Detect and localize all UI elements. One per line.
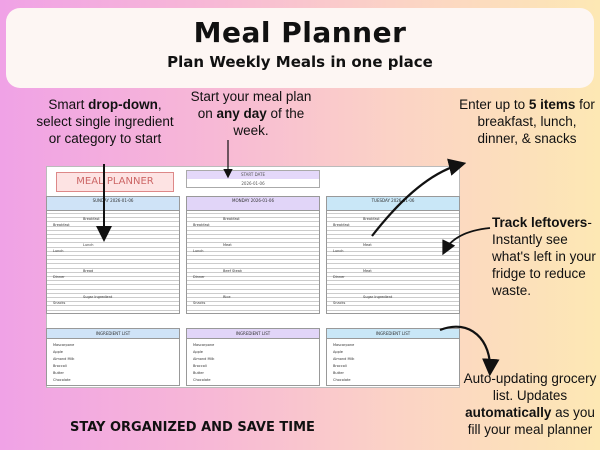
arrow-leftovers bbox=[442, 227, 491, 256]
ingredient-row: Mascarpone bbox=[193, 343, 215, 347]
meal-item[interactable]: Sugar Ingredient bbox=[363, 295, 393, 299]
start-date-label: START DATE bbox=[187, 171, 319, 179]
ingredient-row: Broccoli bbox=[333, 364, 347, 368]
meal-item[interactable]: Meat bbox=[363, 269, 372, 273]
meal-item[interactable]: Breakfast bbox=[363, 217, 380, 221]
header: Meal Planner Plan Weekly Meals in one pl… bbox=[6, 8, 594, 88]
meal-row-label: Dinner bbox=[333, 275, 345, 279]
footer-tagline: STAY ORGANIZED AND SAVE TIME bbox=[70, 420, 315, 435]
ingredient-row: Chocolate bbox=[193, 378, 211, 382]
callout-start-day: Start your meal plan on any day of the w… bbox=[190, 89, 312, 138]
meal-item[interactable]: Beef Steak bbox=[223, 269, 242, 273]
start-date-box[interactable]: START DATE 2026-01-06 bbox=[186, 170, 320, 188]
ingredient-row: Apple bbox=[193, 350, 203, 354]
meal-row-label: Lunch bbox=[193, 249, 204, 253]
meal-row-label: Lunch bbox=[333, 249, 344, 253]
ingredient-list-title: INGREDIENT LIST bbox=[327, 329, 459, 339]
meal-row-label: Breakfast bbox=[53, 223, 70, 227]
meal-row-label: Lunch bbox=[53, 249, 64, 253]
ingredient-row: Chocolate bbox=[53, 378, 71, 382]
ingredient-row: Broccoli bbox=[53, 364, 67, 368]
start-date-value: 2026-01-06 bbox=[241, 181, 265, 186]
meal-item[interactable]: Breakfast bbox=[223, 217, 240, 221]
meal-row-label: Snacks bbox=[193, 301, 206, 305]
day-header: SUNDAY 2026-01-06 bbox=[47, 197, 179, 211]
meal-item[interactable]: Rice bbox=[223, 295, 231, 299]
ingredient-row: Almond Milk bbox=[333, 357, 355, 361]
arrow-grocery bbox=[439, 325, 500, 377]
ingredient-row: Broccoli bbox=[193, 364, 207, 368]
ingredient-row: Butter bbox=[333, 371, 344, 375]
meal-item[interactable]: Lunch bbox=[83, 243, 94, 247]
ingredient-row: Almond Milk bbox=[53, 357, 75, 361]
meal-item[interactable]: Bread bbox=[83, 269, 94, 273]
page-subtitle: Plan Weekly Meals in one place bbox=[167, 53, 433, 71]
meal-planner-label: MEAL PLANNER bbox=[56, 172, 174, 192]
ingredient-row: Chocolate bbox=[333, 378, 351, 382]
meal-row-label: Dinner bbox=[193, 275, 205, 279]
meal-item[interactable]: Breakfast bbox=[83, 217, 100, 221]
ingredient-row: Mascarpone bbox=[53, 343, 75, 347]
page-title: Meal Planner bbox=[193, 16, 407, 49]
meal-item[interactable]: Meat bbox=[223, 243, 232, 247]
ingredient-row: Butter bbox=[193, 371, 204, 375]
ingredient-row: Butter bbox=[53, 371, 64, 375]
meal-item[interactable]: Meat bbox=[363, 243, 372, 247]
arrow-items bbox=[371, 158, 467, 237]
callout-dropdown: Smart drop-down, select single ingredien… bbox=[36, 97, 174, 146]
meal-row-label: Dinner bbox=[53, 275, 65, 279]
ingredient-list-title: INGREDIENT LIST bbox=[47, 329, 179, 339]
ingredient-row: Almond Milk bbox=[193, 357, 215, 361]
ingredient-list-title: INGREDIENT LIST bbox=[187, 329, 319, 339]
callout-items: Enter up to 5 items for breakfast, lunch… bbox=[459, 97, 595, 146]
meal-row-label: Snacks bbox=[53, 301, 66, 305]
ingredient-row: Mascarpone bbox=[333, 343, 355, 347]
meal-row-label: Snacks bbox=[333, 301, 346, 305]
ingredient-row: Apple bbox=[53, 350, 63, 354]
callout-leftovers: Track leftovers- Instantly see what's le… bbox=[492, 215, 596, 298]
meal-item[interactable]: Sugar Ingredient bbox=[83, 295, 113, 299]
meal-row-label: Breakfast bbox=[193, 223, 210, 227]
day-header: MONDAY 2026-01-06 bbox=[187, 197, 319, 211]
meal-row-label: Breakfast bbox=[333, 223, 350, 227]
callout-grocery: Auto-updating grocery list. Updates auto… bbox=[463, 371, 597, 437]
ingredient-row: Apple bbox=[333, 350, 343, 354]
